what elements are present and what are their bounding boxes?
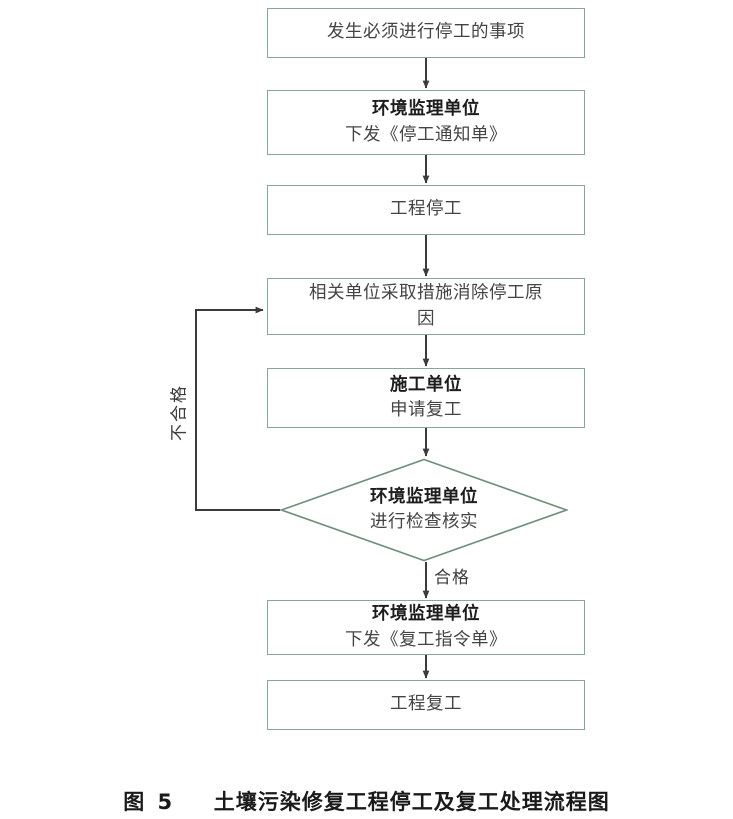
node-issue-stop-notice[interactable]: 环境监理单位 下发《停工通知单》 [267, 90, 585, 155]
node-apply-resume-line-2: 申请复工 [390, 400, 462, 420]
node-inspection-check-line-2: 进行检查核实 [370, 512, 478, 532]
node-remove-stop-cause-line-2: 因 [417, 308, 435, 329]
node-project-stopped-line-1: 工程停工 [390, 199, 462, 220]
figure-caption-title: 土壤污染修复工程停工及复工处理流程图 [213, 790, 610, 814]
diamond-shape [280, 458, 568, 562]
node-issue-stop-notice-line-1: 环境监理单位 [372, 99, 480, 120]
node-apply-resume[interactable]: 施工单位 申请复工 [267, 368, 585, 428]
node-issue-resume-order-line-1: 环境监理单位 [372, 604, 480, 625]
node-issue-stop-notice-line-2: 下发《停工通知单》 [345, 124, 507, 145]
node-remove-stop-cause-line-1: 相关单位采取措施消除停工原 [309, 283, 543, 304]
node-inspection-check-line-1: 环境监理单位 [370, 486, 478, 507]
figure-caption-number: 5 [157, 790, 174, 814]
node-trigger-event[interactable]: 发生必须进行停工的事项 [267, 8, 585, 58]
node-project-resumed[interactable]: 工程复工 [267, 680, 585, 730]
edge-label-pass: 合格 [434, 568, 470, 588]
figure-caption: 图 5 土壤污染修复工程停工及复工处理流程图 [0, 786, 733, 816]
node-inspection-check[interactable]: 环境监理单位 进行检查核实 [280, 458, 568, 562]
edge-label-fail: 不合格 [169, 384, 190, 441]
figure-caption-prefix: 图 [123, 790, 146, 814]
node-issue-resume-order-line-2: 下发《复工指令单》 [345, 629, 507, 650]
node-issue-resume-order[interactable]: 环境监理单位 下发《复工指令单》 [267, 600, 585, 655]
node-project-resumed-line-1: 工程复工 [390, 694, 462, 715]
diamond-text-wrap: 环境监理单位 进行检查核实 [370, 485, 478, 536]
node-remove-stop-cause[interactable]: 相关单位采取措施消除停工原 因 [267, 278, 585, 335]
node-project-stopped[interactable]: 工程停工 [267, 185, 585, 235]
node-apply-resume-line-1: 施工单位 [390, 374, 462, 395]
node-trigger-event-line-1: 发生必须进行停工的事项 [327, 22, 525, 43]
